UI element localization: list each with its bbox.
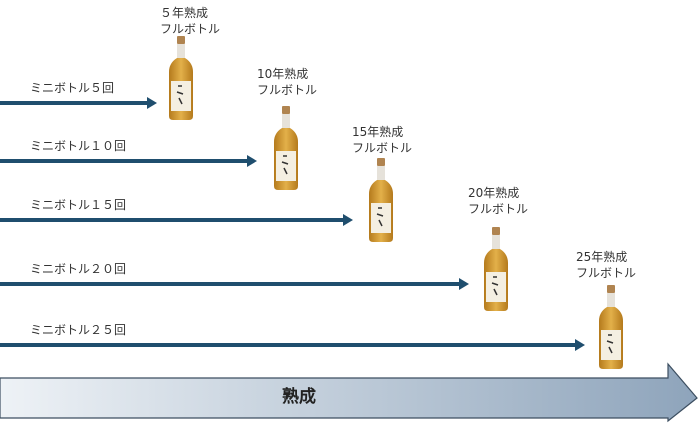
mini-bottle-arrow — [0, 278, 469, 290]
maturation-label: 熟成 — [282, 387, 316, 407]
full-bottle-caption: 15年熟成フルボトル — [352, 124, 412, 156]
whisky-bottle-icon — [169, 36, 193, 120]
mini-bottle-label: ミニボトル２５回 — [30, 323, 127, 337]
caption-age: ５年熟成 — [160, 6, 209, 20]
mini-bottle-arrow — [0, 155, 257, 167]
caption-age: 20年熟成 — [468, 186, 520, 200]
caption-type: フルボトル — [576, 266, 637, 280]
whisky-bottle-icon — [484, 227, 508, 311]
mini-bottle-label: ミニボトル１０回 — [30, 139, 127, 153]
full-bottle-caption: 10年熟成フルボトル — [257, 66, 317, 98]
full-bottle-caption: 20年熟成フルボトル — [468, 185, 528, 217]
full-bottle-caption: ５年熟成フルボトル — [160, 5, 220, 37]
mini-bottle-arrow — [0, 339, 585, 351]
whisky-bottle-icon — [274, 106, 298, 190]
caption-age: 10年熟成 — [257, 67, 309, 81]
mini-bottle-arrow — [0, 214, 353, 226]
whisky-bottle-icon — [599, 285, 623, 369]
caption-type: フルボトル — [257, 83, 318, 97]
mini-bottle-arrow — [0, 97, 157, 109]
caption-type: フルボトル — [352, 141, 413, 155]
caption-type: フルボトル — [468, 202, 529, 216]
mini-bottle-label: ミニボトル１５回 — [30, 198, 127, 212]
caption-type: フルボトル — [160, 22, 221, 36]
mini-bottle-label: ミニボトル５回 — [30, 81, 115, 95]
mini-bottle-label: ミニボトル２０回 — [30, 262, 127, 276]
full-bottle-caption: 25年熟成フルボトル — [576, 249, 636, 281]
whisky-bottle-icon — [369, 158, 393, 242]
maturation-arrow — [0, 362, 698, 423]
caption-age: 25年熟成 — [576, 250, 628, 264]
caption-age: 15年熟成 — [352, 125, 404, 139]
